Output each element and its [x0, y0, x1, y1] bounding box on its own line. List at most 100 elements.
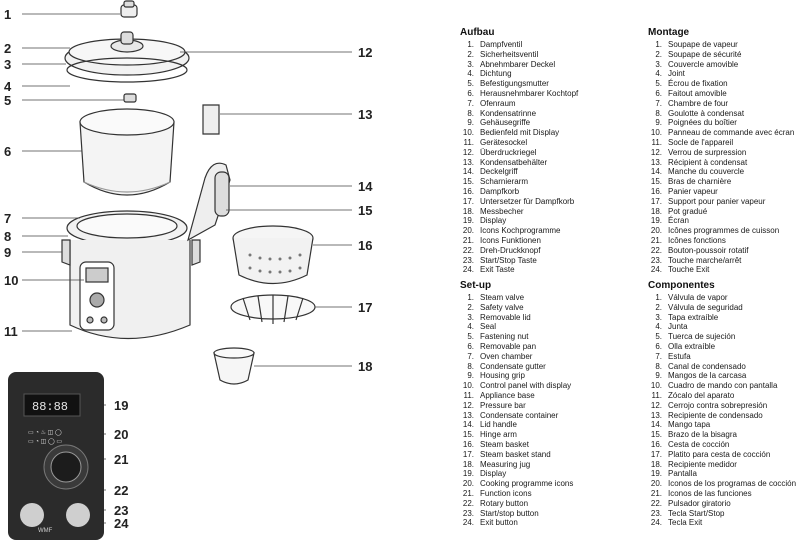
legend-item-label: Socle de l'appareil [668, 137, 734, 147]
legend-item-number: 12. [650, 400, 662, 410]
legend-item-label: Zócalo del aparato [668, 390, 735, 400]
legend-item-number: 15. [650, 177, 662, 187]
legend-item-number: 13. [462, 410, 474, 420]
callout-12: 12 [358, 45, 373, 60]
legend-item: 6.Faitout amovible [648, 89, 800, 99]
legend-item-number: 4. [467, 69, 474, 79]
legend-item-label: Goulotte à condensat [668, 108, 745, 118]
legend-item-number: 13. [650, 410, 662, 420]
legend-item-number: 6. [655, 88, 662, 98]
legend-item: 13.Récipient à condensat [648, 158, 800, 168]
legend-item-label: Exit button [480, 518, 518, 528]
legend-item-number: 1. [467, 40, 474, 49]
legend-item-number: 11. [463, 390, 474, 400]
legend-item: 18.Measuring jug [460, 460, 635, 470]
legend-item: 8.Kondensatrinne [460, 109, 635, 119]
legend-item-label: Gerätesockel [480, 137, 528, 147]
legend-item: 11.Gerätesockel [460, 138, 635, 148]
legend-item-number: 22. [650, 245, 662, 255]
legend-item-number: 16. [650, 439, 662, 449]
legend-item-number: 16. [462, 439, 474, 449]
legend-item: 20.Iconos de los programas de cocción [648, 479, 800, 489]
legend-item-label: Joint [668, 69, 685, 79]
callout-21: 21 [114, 452, 129, 467]
legend-item-label: Icons Kochprogramme [480, 226, 561, 236]
legend-item: 10.Cuadro de mando con pantalla [648, 381, 800, 391]
legend-item: 4.Dichtung [460, 69, 635, 79]
legend-item: 7.Estufa [648, 352, 800, 362]
legend-item-label: Platito para cesta de cocción [668, 449, 771, 459]
legend-item: 8.Canal de condensado [648, 362, 800, 372]
legend-item-number: 20. [462, 226, 474, 236]
legend-item-label: Removable lid [480, 312, 531, 322]
legend-item-number: 15. [462, 430, 474, 440]
callout-23: 23 [114, 503, 129, 518]
callout-4: 4 [4, 79, 12, 94]
legend-item-label: Function icons [480, 488, 532, 498]
callout-9: 9 [4, 245, 12, 260]
callout-2: 2 [4, 41, 12, 56]
legend-item-label: Display [480, 216, 507, 226]
legend-item-number: 4. [655, 69, 662, 79]
legend-item-label: Touche marche/arrêt [668, 255, 742, 265]
callout-24: 24 [114, 516, 129, 531]
callout-11: 11 [4, 324, 18, 339]
legend-item-label: Scharnierarm [480, 177, 529, 187]
legend-item-label: Icônes programmes de cuisson [668, 226, 780, 236]
legend-item: 23.Start/Stop Taste [460, 256, 635, 266]
legend-item-number: 9. [467, 118, 474, 128]
callout-3: 3 [4, 57, 12, 72]
legend-item: 12.Cerrojo contra sobrepresión [648, 401, 800, 411]
legend-item-label: Soupape de sécurité [668, 49, 742, 59]
legend-item-number: 13. [650, 157, 662, 167]
legend-item-label: Gehäusegriffe [480, 118, 531, 128]
legend-item: 5.Befestigungsmutter [460, 79, 635, 89]
legend-item-label: Überdruckriegel [480, 147, 537, 157]
legend-item: 13.Condensate container [460, 411, 635, 421]
legend-item-number: 2. [655, 302, 662, 312]
legend-item-number: 5. [655, 79, 662, 89]
legend-item-number: 4. [467, 322, 474, 332]
legend-item-number: 6. [467, 88, 474, 98]
legend-item-number: 1. [655, 293, 662, 302]
legend-item-number: 10. [650, 381, 662, 391]
legend-item-label: Start/stop button [480, 508, 539, 518]
fastening-nut-part [123, 93, 137, 103]
legend-item-label: Pantalla [668, 469, 697, 479]
legend-item-number: 19. [462, 216, 474, 226]
legend-item: 16.Cesta de cocción [648, 440, 800, 450]
callout-22: 22 [114, 483, 129, 498]
display-readout: 88:88 [32, 400, 68, 414]
legend-item-label: Icônes fonctions [668, 235, 726, 245]
legend-item-label: Befestigungsmutter [480, 79, 549, 89]
legend-title: Montage [648, 27, 690, 38]
legend-item-label: Fastening nut [480, 332, 529, 342]
legend-item: 17.Support pour panier vapeur [648, 197, 800, 207]
legend-item-number: 11. [651, 390, 662, 400]
legend-item-number: 18. [650, 459, 662, 469]
legend-item: 6.Herausnehmbarer Kochtopf [460, 89, 635, 99]
legend-item: 15.Scharnierarm [460, 177, 635, 187]
legend-item-label: Rotary button [480, 498, 529, 508]
legend-item: 10.Panneau de commande avec écran [648, 128, 800, 138]
callout-6: 6 [4, 144, 12, 159]
legend-item-number: 3. [467, 312, 474, 322]
legend-item-number: 3. [655, 312, 662, 322]
legend-item-label: Tuerca de sujeción [668, 332, 736, 342]
legend-item: 8.Goulotte à condensat [648, 109, 800, 119]
legend-item-label: Deckelgriff [480, 167, 518, 177]
legend-item: 22.Rotary button [460, 499, 635, 509]
legend-item: 2.Válvula de seguridad [648, 303, 800, 313]
legend-item-number: 21. [462, 488, 474, 498]
legend-item-label: Dreh-Druckknopf [480, 245, 541, 255]
legend-item-label: Sicherheitsventil [480, 49, 539, 59]
legend-item-label: Appliance base [480, 390, 535, 400]
legend-item-label: Olla extraíble [668, 341, 716, 351]
legend-item: 18.Pot gradué [648, 207, 800, 217]
legend-item: 8.Condensate gutter [460, 362, 635, 372]
legend-item-label: Bedienfeld mit Display [480, 128, 560, 138]
legend-item: 4. Joint [648, 69, 800, 79]
